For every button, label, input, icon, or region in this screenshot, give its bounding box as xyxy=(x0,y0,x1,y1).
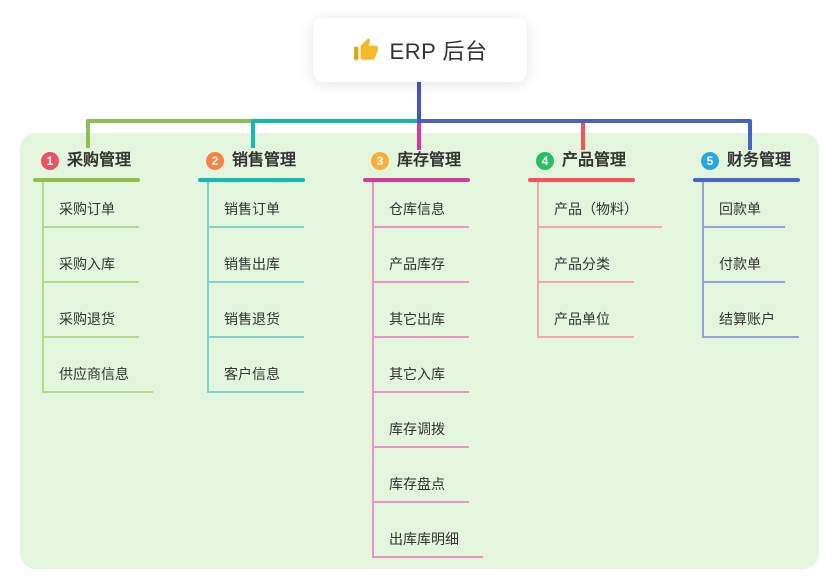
child-node[interactable]: 采购退货 xyxy=(44,283,139,338)
branch-children: 采购订单 采购入库 采购退货 供应商信息 xyxy=(42,182,183,393)
branch-underline xyxy=(528,178,635,182)
child-node[interactable]: 产品库存 xyxy=(374,228,469,283)
branch-number-badge: 2 xyxy=(206,152,224,170)
branch-children: 产品（物料） 产品分类 产品单位 xyxy=(537,182,678,338)
branch-label: 销售管理 xyxy=(232,152,297,169)
branch-underline xyxy=(198,178,305,182)
branches-panel xyxy=(20,133,819,569)
child-node[interactable]: 采购订单 xyxy=(44,182,139,228)
branch-label: 财务管理 xyxy=(727,152,792,169)
child-node[interactable]: 销售出库 xyxy=(209,228,304,283)
branch-underline xyxy=(363,178,470,182)
branch-product: 4 产品管理 产品（物料） 产品分类 产品单位 xyxy=(528,150,678,338)
branch-header[interactable]: 2 销售管理 xyxy=(198,150,348,178)
child-node[interactable]: 其它入库 xyxy=(374,338,469,393)
thumbs-up-cuff xyxy=(353,46,358,60)
child-node[interactable]: 供应商信息 xyxy=(44,338,153,393)
child-node[interactable]: 付款单 xyxy=(704,228,785,283)
child-node[interactable]: 库存盘点 xyxy=(374,448,469,503)
branch-sales: 2 销售管理 销售订单 销售出库 销售退货 客户信息 xyxy=(198,150,348,393)
branch-underline xyxy=(33,178,140,182)
thumbs-up-hand xyxy=(360,38,378,60)
child-node[interactable]: 库存调拨 xyxy=(374,393,469,448)
branch-label: 产品管理 xyxy=(562,152,627,169)
child-node[interactable]: 回款单 xyxy=(704,182,785,228)
child-node[interactable]: 产品分类 xyxy=(539,228,634,283)
branch-label: 采购管理 xyxy=(67,152,132,169)
child-node[interactable]: 产品单位 xyxy=(539,283,634,338)
branch-number-badge: 3 xyxy=(371,152,389,170)
branch-finance: 5 财务管理 回款单 付款单 结算账户 xyxy=(693,150,839,338)
branch-children: 销售订单 销售出库 销售退货 客户信息 xyxy=(207,182,348,393)
child-node[interactable]: 仓库信息 xyxy=(374,182,469,228)
child-node[interactable]: 产品（物料） xyxy=(539,182,662,228)
branch-children: 回款单 付款单 结算账户 xyxy=(702,182,839,338)
child-node[interactable]: 采购入库 xyxy=(44,228,139,283)
branch-children: 仓库信息 产品库存 其它出库 其它入库 库存调拨 库存盘点 出库库明细 xyxy=(372,182,513,558)
branch-inventory: 3 库存管理 仓库信息 产品库存 其它出库 其它入库 库存调拨 库存盘点 出库库… xyxy=(363,150,513,558)
child-node[interactable]: 结算账户 xyxy=(704,283,799,338)
branch-number-badge: 5 xyxy=(701,152,719,170)
branch-header[interactable]: 4 产品管理 xyxy=(528,150,678,178)
root-node-label: ERP 后台 xyxy=(389,39,488,64)
root-node[interactable]: ERP 后台 xyxy=(313,18,527,82)
child-node[interactable]: 销售订单 xyxy=(209,182,304,228)
child-node[interactable]: 出库库明细 xyxy=(374,503,483,558)
child-node[interactable]: 其它出库 xyxy=(374,283,469,338)
thumbs-up-icon xyxy=(353,38,378,60)
branch-header[interactable]: 5 财务管理 xyxy=(693,150,839,178)
branch-underline xyxy=(693,178,800,182)
child-node[interactable]: 客户信息 xyxy=(209,338,304,393)
branch-header[interactable]: 3 库存管理 xyxy=(363,150,513,178)
branch-label: 库存管理 xyxy=(397,152,462,169)
branch-number-badge: 1 xyxy=(41,152,59,170)
branch-number-badge: 4 xyxy=(536,152,554,170)
child-node[interactable]: 销售退货 xyxy=(209,283,304,338)
branch-purchase: 1 采购管理 采购订单 采购入库 采购退货 供应商信息 xyxy=(33,150,183,393)
branch-header[interactable]: 1 采购管理 xyxy=(33,150,183,178)
